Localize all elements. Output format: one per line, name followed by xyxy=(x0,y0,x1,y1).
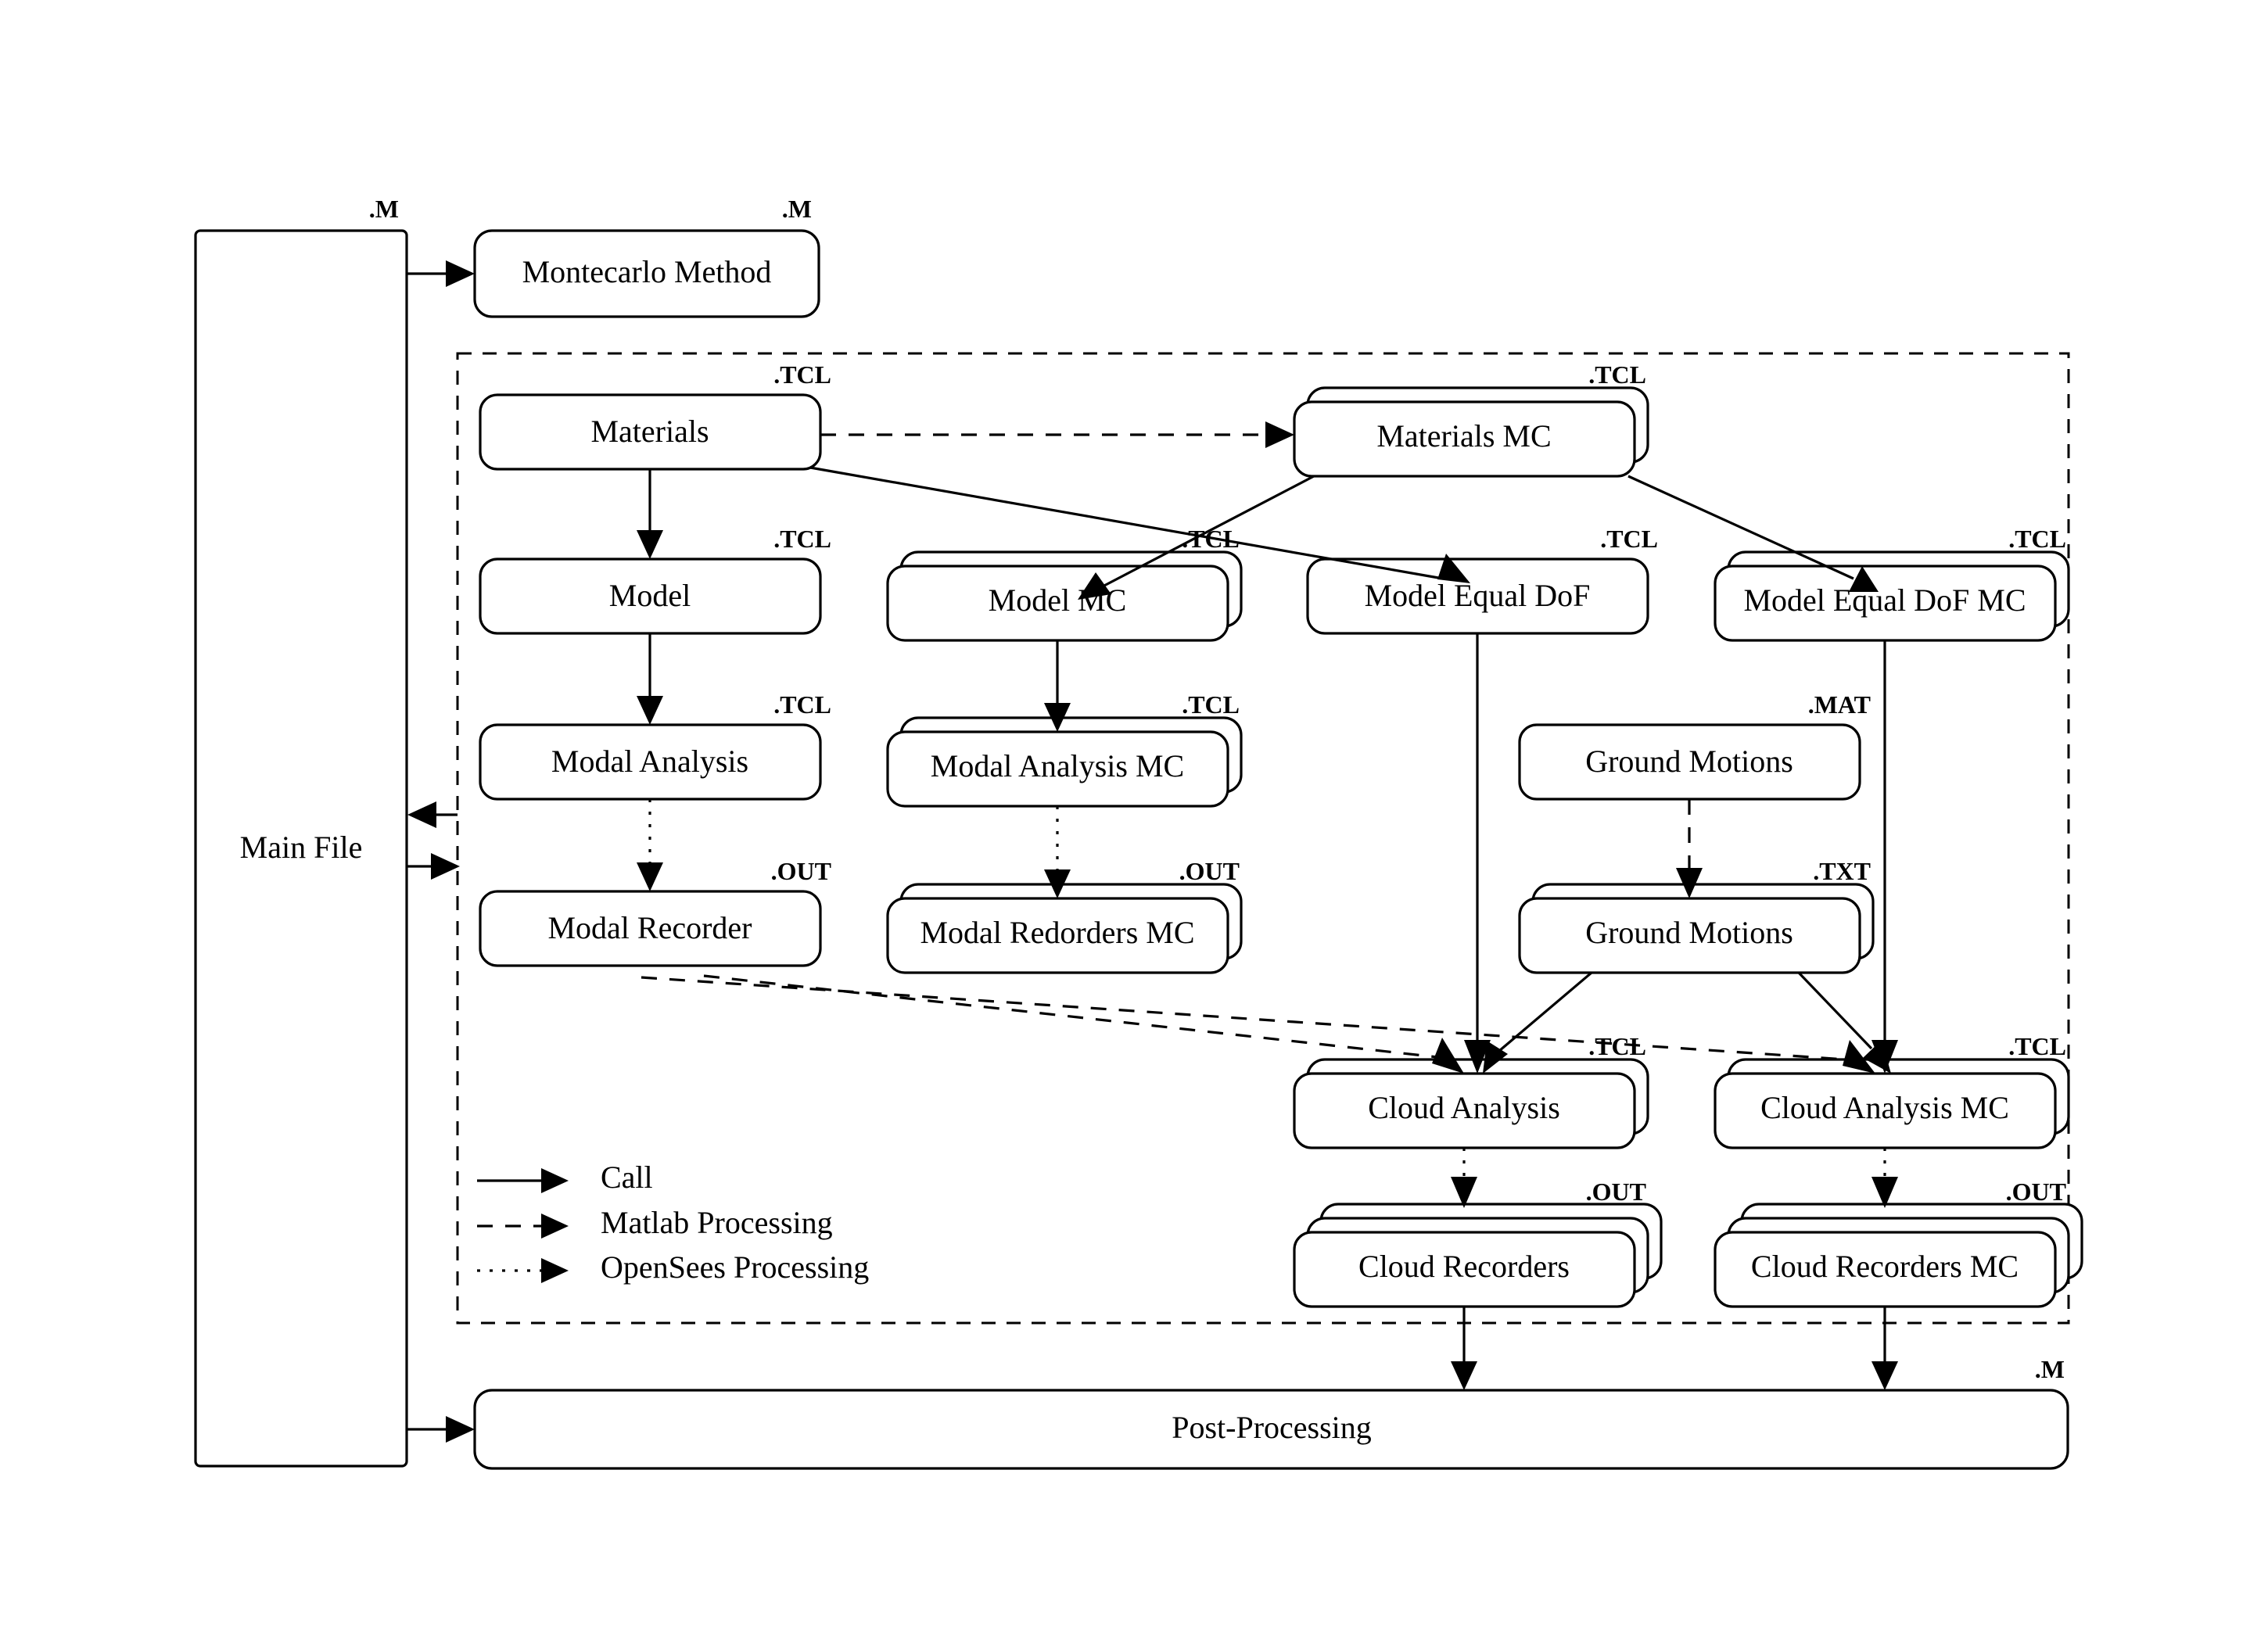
node-label-model: Model xyxy=(609,578,691,613)
arrowhead-modal-analysis-to-modal-recorder xyxy=(637,862,663,891)
ext-label-main-file: .M xyxy=(369,195,399,223)
arrowhead-main-file-to-post-processing xyxy=(446,1416,475,1443)
node-label-modal-recorder: Modal Recorder xyxy=(547,910,752,945)
node-label-modal-analysis-mc: Modal Analysis MC xyxy=(931,748,1184,783)
arrowhead-materials-to-model-equal-dof xyxy=(1437,554,1470,583)
legend-item-call: Call xyxy=(477,1160,653,1195)
legend-arrowhead-matlab-processing xyxy=(541,1214,569,1239)
node-cloud-analysis[interactable]: Cloud Analysis xyxy=(1293,1058,1649,1149)
node-label-modal-analysis: Modal Analysis xyxy=(551,744,748,779)
arrowhead-materials-to-materials-mc xyxy=(1265,421,1294,448)
arrowhead-modal-analysis-mc-to-modal-redorders-mc xyxy=(1044,869,1071,898)
ext-label-ground-motions-txt: .TXT xyxy=(1813,857,1871,885)
legend: Call Matlab Processing OpenSees Processi… xyxy=(477,1160,869,1285)
arrowhead-cloud-recorders-to-post-processing xyxy=(1451,1361,1477,1390)
node-main-file[interactable]: Main File xyxy=(194,229,408,1468)
arrowhead-materials-to-model xyxy=(637,530,663,559)
node-label-ground-motions-mat: Ground Motions xyxy=(1585,744,1793,779)
edge-modal-redorders-mc-to-cloud-analysis-mc xyxy=(641,976,1846,1061)
edge-ground-motions-txt-to-cloud-analysis-mc xyxy=(1797,971,1873,1050)
edge-materials-to-model-equal-dof xyxy=(809,466,1444,580)
arrowhead-modal-recorder-to-cloud-analysis xyxy=(1432,1038,1464,1074)
arrowhead-ground-motions-txt-to-cloud-analysis-mc xyxy=(1863,1040,1891,1074)
legend-label-call: Call xyxy=(601,1160,653,1195)
node-ground-motions-mat[interactable]: Ground Motions xyxy=(1518,723,1861,801)
ext-label-montecarlo-method: .M xyxy=(782,195,812,223)
node-cloud-analysis-mc[interactable]: Cloud Analysis MC xyxy=(1714,1058,2070,1149)
ext-label-materials: .TCL xyxy=(773,360,831,389)
arrowhead-main-file-to-montecarlo xyxy=(446,260,475,287)
node-label-cloud-analysis-mc: Cloud Analysis MC xyxy=(1760,1090,2009,1125)
node-model-equal-dof-mc[interactable]: Model Equal DoF MC xyxy=(1714,550,2070,642)
edge-modal-recorder-to-cloud-analysis xyxy=(703,974,1438,1059)
node-label-cloud-recorders: Cloud Recorders xyxy=(1358,1249,1570,1284)
ext-label-materials-mc: .TCL xyxy=(1588,360,1646,389)
ext-label-cloud-recorders-mc: .OUT xyxy=(2006,1178,2066,1206)
arrowhead-model-equal-dof-to-cloud-analysis xyxy=(1464,1040,1491,1074)
node-modal-analysis-mc[interactable]: Modal Analysis MC xyxy=(886,716,1243,808)
edge-materials-mc-to-model-mc xyxy=(1102,475,1315,588)
node-label-post-processing: Post-Processing xyxy=(1172,1410,1372,1445)
node-post-processing[interactable]: Post-Processing xyxy=(473,1389,2069,1470)
edge-materials-mc-to-model-equal-dof-mc xyxy=(1627,475,1854,580)
legend-item-opensees-processing: OpenSees Processing xyxy=(477,1249,869,1285)
legend-arrowhead-opensees-processing xyxy=(541,1258,569,1283)
legend-item-matlab-processing: Matlab Processing xyxy=(477,1205,833,1240)
ext-label-model-equal-dof: .TCL xyxy=(1600,525,1658,553)
ext-label-model-equal-dof-mc: .TCL xyxy=(2008,525,2066,553)
legend-label-opensees-processing: OpenSees Processing xyxy=(601,1249,869,1285)
ext-label-model: .TCL xyxy=(773,525,831,553)
arrowhead-materials-mc-to-model-mc xyxy=(1078,572,1111,600)
node-label-modal-redorders-mc: Modal Redorders MC xyxy=(920,915,1194,950)
node-modal-redorders-mc[interactable]: Modal Redorders MC xyxy=(886,883,1243,974)
node-label-materials-mc: Materials MC xyxy=(1376,418,1551,454)
node-label-model-equal-dof: Model Equal DoF xyxy=(1365,578,1591,613)
arrowhead-ground-motions-mat-to-txt xyxy=(1676,868,1703,898)
node-label-cloud-analysis: Cloud Analysis xyxy=(1368,1090,1560,1125)
arrowhead-ground-motions-txt-to-cloud-analysis xyxy=(1483,1041,1508,1074)
ext-label-cloud-analysis-mc: .TCL xyxy=(2008,1032,2066,1060)
arrowhead-model-mc-to-modal-analysis-mc xyxy=(1044,703,1071,732)
node-model-equal-dof[interactable]: Model Equal DoF xyxy=(1306,557,1649,635)
arrowhead-model-to-modal-analysis xyxy=(637,696,663,725)
ext-label-post-processing: .M xyxy=(2035,1355,2065,1383)
node-materials[interactable]: Materials xyxy=(479,393,822,471)
legend-arrowhead-call xyxy=(541,1168,569,1193)
node-materials-mc[interactable]: Materials MC xyxy=(1293,386,1649,478)
node-label-main-file: Main File xyxy=(240,830,363,865)
node-label-montecarlo-method: Montecarlo Method xyxy=(522,254,772,289)
node-label-ground-motions-txt: Ground Motions xyxy=(1585,915,1793,950)
ext-label-modal-redorders-mc: .OUT xyxy=(1179,857,1240,885)
arrowhead-cloud-analysis-to-cloud-recorders xyxy=(1451,1177,1477,1208)
opensees-block-container xyxy=(456,352,2070,1325)
node-modal-analysis[interactable]: Modal Analysis xyxy=(479,723,822,801)
node-cloud-recorders[interactable]: Cloud Recorders xyxy=(1293,1203,1663,1308)
arrowhead-modal-redorders-mc-to-cloud-analysis-mc xyxy=(1843,1040,1875,1074)
node-model-mc[interactable]: Model MC xyxy=(886,550,1243,642)
ext-label-ground-motions-mat: .MAT xyxy=(1808,690,1871,719)
ext-label-modal-analysis: .TCL xyxy=(773,690,831,719)
arrowhead-main-file-to-opensees xyxy=(431,853,460,880)
arrowhead-opensees-to-main-file xyxy=(407,801,436,828)
node-model[interactable]: Model xyxy=(479,557,822,635)
ext-label-modal-analysis-mc: .TCL xyxy=(1182,690,1240,719)
arrowhead-cloud-analysis-mc-to-cloud-recorders-mc xyxy=(1871,1177,1898,1208)
node-ground-motions-txt[interactable]: Ground Motions xyxy=(1518,883,1875,974)
arrowhead-cloud-recorders-mc-to-post-processing xyxy=(1871,1361,1898,1390)
ext-label-modal-recorder: .OUT xyxy=(771,857,831,885)
node-modal-recorder[interactable]: Modal Recorder xyxy=(479,890,822,967)
node-cloud-recorders-mc[interactable]: Cloud Recorders MC xyxy=(1714,1203,2083,1308)
node-label-cloud-recorders-mc: Cloud Recorders MC xyxy=(1751,1249,2019,1284)
node-label-materials: Materials xyxy=(590,414,709,449)
ext-label-cloud-recorders: .OUT xyxy=(1586,1178,1646,1206)
node-montecarlo-method[interactable]: Montecarlo Method xyxy=(473,229,820,318)
legend-label-matlab-processing: Matlab Processing xyxy=(601,1205,833,1240)
node-label-model-equal-dof-mc: Model Equal DoF MC xyxy=(1743,583,2026,618)
arrowhead-materials-mc-to-model-equal-dof-mc xyxy=(1849,566,1879,592)
